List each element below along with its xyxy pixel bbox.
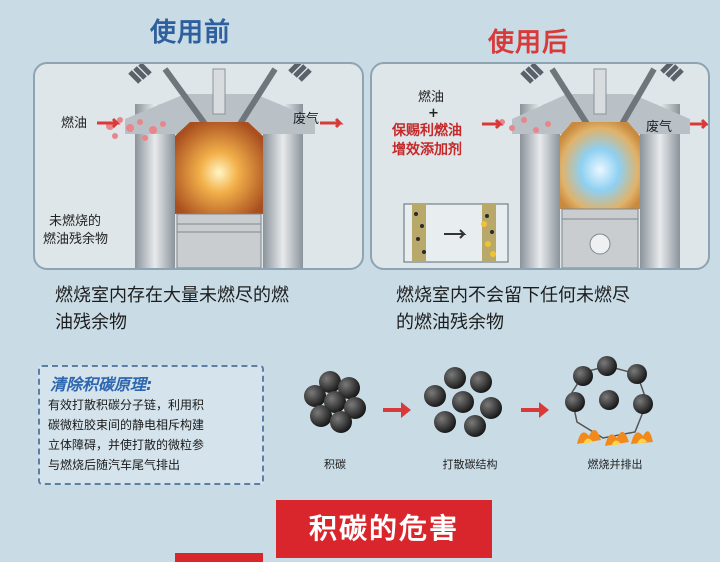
before-exhaust-label: 废气 xyxy=(293,112,320,127)
before-caption-line1: 燃烧室内存在大量未燃尽的燃 xyxy=(55,285,289,306)
additive-label-line2: 增效添加剂 xyxy=(392,142,462,158)
principle-line2: 碳微粒胶束间的静电相斥构建 xyxy=(48,418,205,432)
step-label-burn: 燃烧并排出 xyxy=(587,458,643,471)
heading-before: 使用前 xyxy=(150,18,232,48)
arrow-right-icon xyxy=(383,402,411,418)
plus-sign: + xyxy=(428,106,439,121)
principle-line4: 与燃烧后随汽车尾气排出 xyxy=(48,458,181,472)
principle-body: 有效打散积碳分子链，利用积 碳微粒胶束间的静电相斥构建 立体障碍，并使打散的微粒… xyxy=(48,395,204,475)
engine-after-illustration xyxy=(403,64,708,268)
after-caption-line2: 的燃油残余物 xyxy=(396,312,504,333)
dispersed-carbon-icon xyxy=(424,367,502,437)
before-caption-line2: 油残余物 xyxy=(55,312,127,333)
principle-line3: 立体障碍，并使打散的微粒参 xyxy=(48,438,205,452)
cleaning-inset xyxy=(403,203,509,263)
heading-after: 使用后 xyxy=(488,28,570,58)
after-caption: 燃烧室内不会留下任何未燃尽 的燃油残余物 xyxy=(396,282,630,336)
after-caption-line1: 燃烧室内不会留下任何未燃尽 xyxy=(396,285,630,306)
after-exhaust-label: 废气 xyxy=(646,120,673,135)
engine-before-illustration xyxy=(97,64,344,268)
additive-label-line1: 保赐利燃油 xyxy=(392,123,462,139)
step-label-disperse: 打散碳结构 xyxy=(442,458,498,471)
residue-label-line1: 未燃烧的 xyxy=(49,214,102,229)
banner-edge-strip xyxy=(175,553,263,562)
principle-line1: 有效打散积碳分子链，利用积 xyxy=(48,398,205,412)
step-label-carbon: 积碳 xyxy=(324,458,346,471)
carbon-removal-principle-box: 清除积碳原理: 有效打散积碳分子链，利用积 碳微粒胶束间的静电相斥构建 立体障碍… xyxy=(38,365,264,485)
burning-carbon-icon xyxy=(565,356,653,446)
after-illustration-panel: 燃油 + 保赐利燃油 增效添加剂 废气 xyxy=(370,62,710,270)
principle-title: 清除积碳原理: xyxy=(50,375,153,394)
before-illustration-panel: 燃油 废气 未燃烧的 燃油残余物 xyxy=(33,62,364,270)
after-fuel-label: 燃油 xyxy=(418,90,445,105)
before-caption: 燃烧室内存在大量未燃尽的燃 油残余物 xyxy=(55,282,289,336)
carbon-harm-banner: 积碳的危害 xyxy=(276,500,492,558)
carbon-process-diagram xyxy=(304,356,653,446)
arrow-right-icon xyxy=(521,402,549,418)
before-fuel-label: 燃油 xyxy=(61,116,88,131)
residue-label-line2: 燃油残余物 xyxy=(43,232,109,247)
carbon-cluster-icon xyxy=(304,371,366,433)
